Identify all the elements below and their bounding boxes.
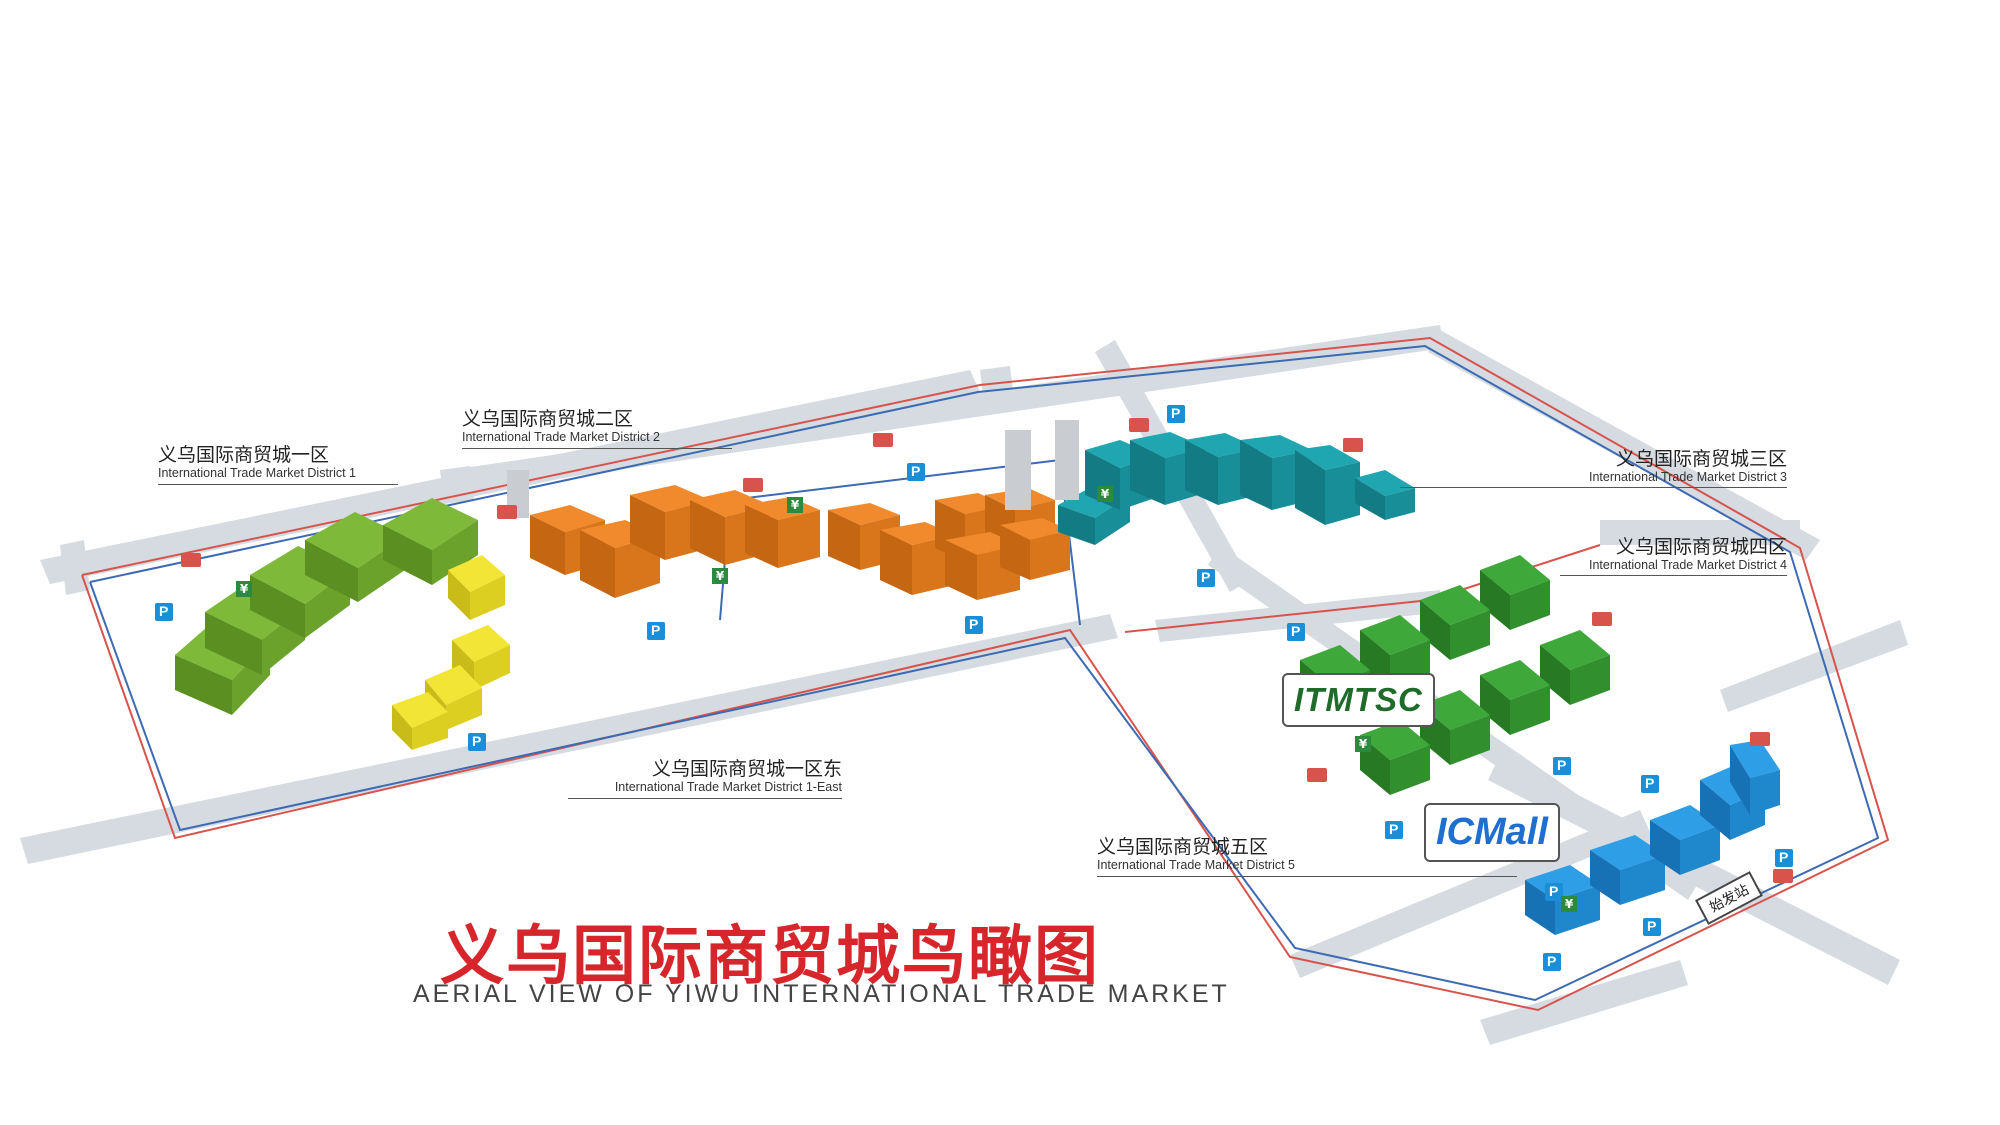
leader-line	[1097, 876, 1517, 877]
district-1-buildings	[175, 498, 478, 715]
district-4-name-cn: 义乌国际商贸城四区	[1615, 536, 1787, 558]
parking-icon: P	[1549, 883, 1559, 899]
district-3-buildings	[1058, 432, 1415, 545]
leader-line	[1560, 575, 1787, 576]
label-district-3: 义乌国际商贸城三区 International Trade Market Dis…	[1500, 448, 1787, 485]
leader-line	[462, 448, 732, 449]
parking-icon: P	[911, 463, 921, 479]
parking-icon: P	[651, 622, 661, 638]
parking-icon: P	[1171, 405, 1181, 421]
parking-icon: P	[1201, 569, 1211, 585]
parking-icon: P	[1389, 821, 1399, 837]
leader-line	[1400, 487, 1787, 488]
district-5-name-cn: 义乌国际商贸城五区	[1097, 836, 1269, 858]
icmall-logo: ICMall	[1424, 803, 1560, 862]
district-2-buildings	[530, 485, 1070, 600]
parking-icon: P	[472, 733, 482, 749]
bank-icon: ¥	[787, 497, 803, 513]
district-1-name-en: International Trade Market District 1	[158, 466, 356, 480]
district-3-name-en: International Trade Market District 3	[1589, 470, 1787, 484]
parking-markers	[155, 405, 1793, 971]
parking-icon: P	[1647, 918, 1657, 934]
district-1-east-buildings	[392, 555, 510, 750]
leader-line	[158, 484, 398, 485]
bank-icon: ¥	[1097, 486, 1113, 502]
parking-icon: P	[1779, 849, 1789, 865]
towers	[507, 420, 1079, 518]
label-district-5: 义乌国际商贸城五区 International Trade Market Dis…	[1097, 836, 1295, 873]
parking-icon: P	[969, 616, 979, 632]
label-district-1: 义乌国际商贸城一区 International Trade Market Dis…	[158, 444, 356, 481]
bank-icon: ¥	[1355, 736, 1371, 752]
label-district-2: 义乌国际商贸城二区 International Trade Market Dis…	[462, 408, 660, 445]
page-title: 义乌国际商贸城鸟瞰图	[440, 920, 1100, 994]
district-2-name-cn: 义乌国际商贸城二区	[462, 408, 634, 430]
parking-icon: P	[159, 603, 169, 619]
parking-icon: P	[1645, 775, 1655, 791]
bank-icon: ¥	[712, 568, 728, 584]
bus-markers	[181, 418, 1793, 883]
district-5-name-en: International Trade Market District 5	[1097, 858, 1295, 872]
district-1-east-name-cn: 义乌国际商贸城一区东	[651, 758, 842, 780]
label-district-1-east: 义乌国际商贸城一区东 International Trade Market Di…	[560, 758, 842, 795]
district-1-east-name-en: International Trade Market District 1-Ea…	[614, 780, 842, 794]
parking-icon: P	[1291, 623, 1301, 639]
district-4-name-en: International Trade Market District 4	[1589, 558, 1787, 572]
itmtsc-logo: ITMTSC	[1282, 673, 1435, 727]
district-2-name-en: International Trade Market District 2	[462, 430, 660, 444]
parking-icon: P	[1557, 757, 1567, 773]
bank-icon: ¥	[236, 581, 252, 597]
parking-icon: P	[1547, 953, 1557, 969]
label-district-4: 义乌国际商贸城四区 International Trade Market Dis…	[1500, 536, 1787, 573]
district-3-name-cn: 义乌国际商贸城三区	[1615, 448, 1787, 470]
district-1-name-cn: 义乌国际商贸城一区	[158, 444, 330, 466]
leader-line	[568, 798, 842, 799]
bank-icon: ¥	[1561, 896, 1577, 912]
page-subtitle: AERIAL VIEW OF YIWU INTERNATIONAL TRADE …	[413, 980, 1230, 1008]
